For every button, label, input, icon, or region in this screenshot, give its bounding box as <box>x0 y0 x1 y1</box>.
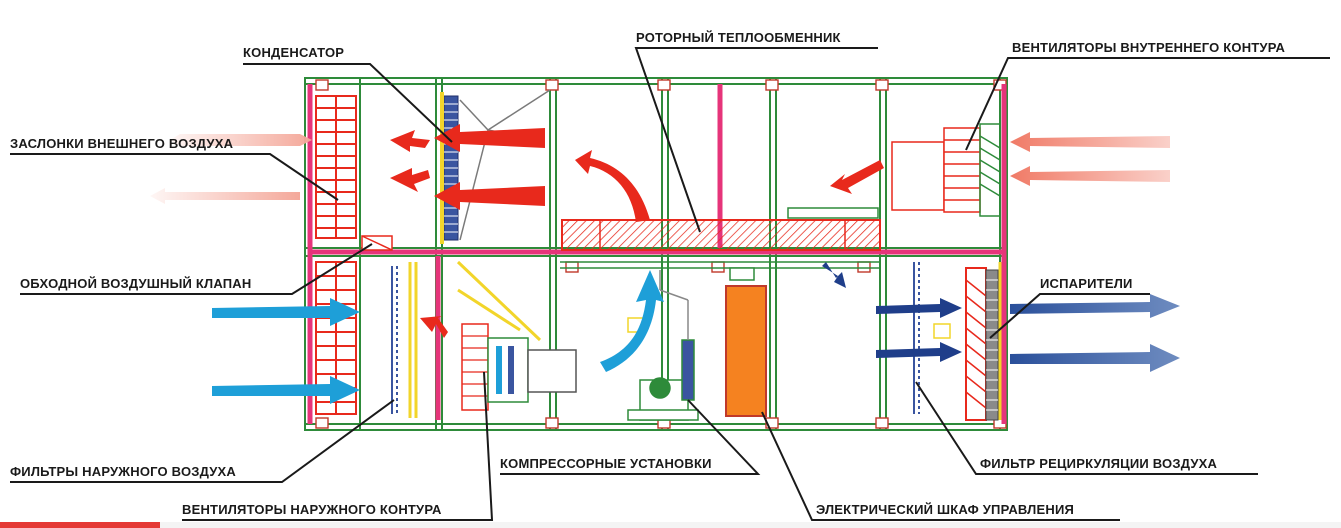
label-rotary-exchanger: РОТОРНЫЙ ТЕПЛООБМЕННИК <box>636 30 841 45</box>
hot-air-arrows <box>390 124 884 338</box>
video-progress-bar[interactable] <box>0 522 1341 528</box>
control-cabinet-icon <box>725 267 767 417</box>
label-outside-dampers: ЗАСЛОНКИ ВНЕШНЕГО ВОЗДУХА <box>10 136 234 151</box>
filter-icon <box>913 262 920 414</box>
yellow-piping <box>408 260 1002 420</box>
condenser-struts <box>459 89 551 241</box>
inner-fan-coil <box>979 123 1001 217</box>
progress-fill <box>0 522 160 528</box>
label-outer-fans: ВЕНТИЛЯТОРЫ НАРУЖНОГО КОНТУРА <box>182 502 442 517</box>
damper-icon <box>315 95 357 239</box>
label-compressors: КОМПРЕССОРНЫЕ УСТАНОВКИ <box>500 456 712 471</box>
exhaust-arrows <box>150 134 312 204</box>
coil-icon <box>965 267 999 421</box>
pink-partitions <box>307 84 1007 424</box>
compressor-icon <box>627 270 699 421</box>
label-condenser: КОНДЕНСАТОР <box>243 45 345 60</box>
filter-icon <box>391 266 398 414</box>
coil-icon <box>440 92 459 244</box>
label-evaporators: ИСПАРИТЕЛИ <box>1040 276 1133 291</box>
leader-lines <box>10 47 1330 521</box>
return-air-arrows <box>1010 132 1170 186</box>
fan-icon <box>891 127 981 213</box>
frame-nodes <box>315 79 1007 429</box>
intake-arrows <box>212 270 664 404</box>
label-outside-filters: ФИЛЬТРЫ НАРУЖНОГО ВОЗДУХА <box>10 464 236 479</box>
label-inner-fans: ВЕНТИЛЯТОРЫ ВНУТРЕННЕГО КОНТУРА <box>1012 40 1286 55</box>
fan-icon <box>461 323 577 411</box>
rotary-exchanger-icon <box>561 219 881 251</box>
label-control-cabinet: ЭЛЕКТРИЧЕСКИЙ ШКАФ УПРАВЛЕНИЯ <box>816 502 1075 517</box>
label-recirc-filter: ФИЛЬТР РЕЦИРКУЛЯЦИИ ВОЗДУХА <box>980 456 1218 471</box>
detail-blocks <box>627 317 951 339</box>
supply-arrows <box>822 262 1180 372</box>
label-bypass-valve: ОБХОДНОЙ ВОЗДУШНЫЙ КЛАПАН <box>20 276 252 291</box>
